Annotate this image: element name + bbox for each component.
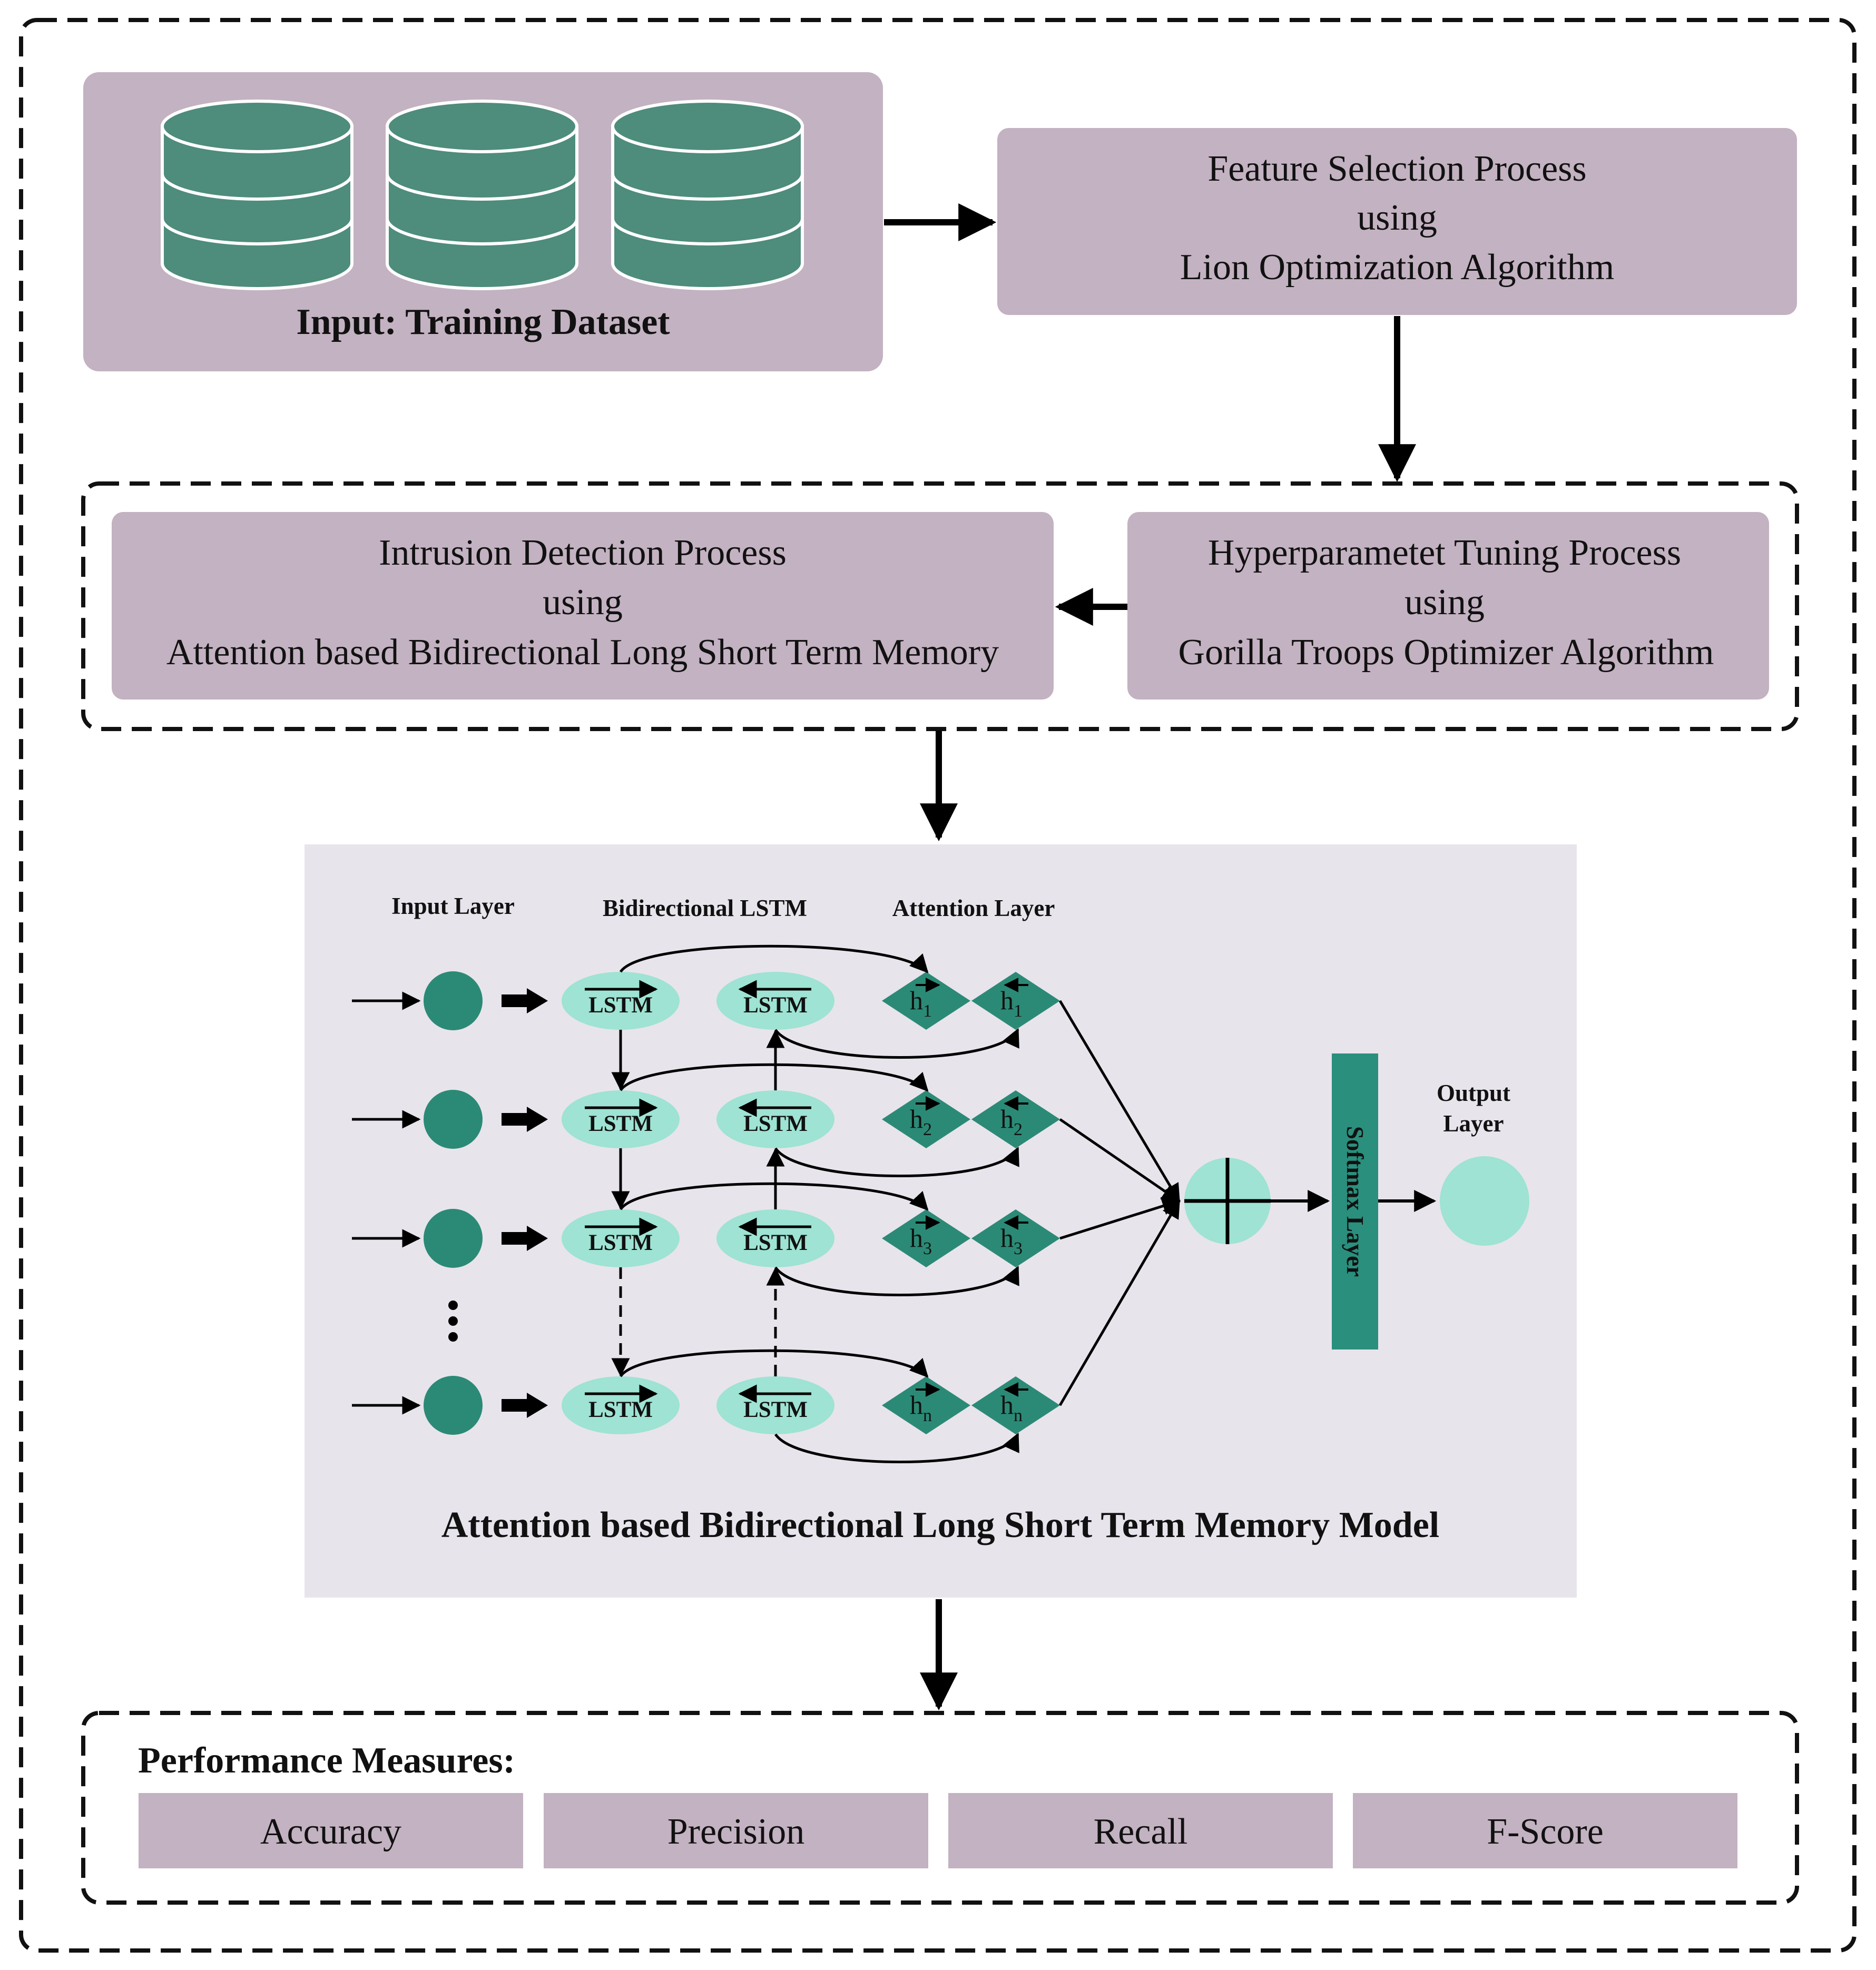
tuning-line1: Hyperparametet Tuning Process — [1208, 533, 1681, 573]
backward-connection — [774, 1432, 1019, 1463]
forward-connection — [619, 1182, 929, 1211]
backward-lstm-cell: LSTM — [716, 972, 834, 1030]
forward-hidden-state: h2 — [882, 1090, 970, 1148]
measure-fscore: F-Score — [1353, 1793, 1737, 1868]
outer-frame — [19, 18, 1857, 1953]
forward-lstm-cell: LSTM — [562, 972, 680, 1030]
sum-node — [1184, 1158, 1271, 1244]
feed-arrow — [502, 1393, 548, 1418]
feed-arrow — [502, 1226, 548, 1251]
database-icons — [161, 100, 804, 290]
intrusion-detection-box: Intrusion Detection Process using Attent… — [112, 512, 1054, 700]
backward-connection — [774, 1146, 1019, 1177]
input-node — [424, 1090, 483, 1149]
forward-lstm-cell: LSTM — [562, 1090, 680, 1148]
input-dataset-box: Input: Training Dataset — [83, 72, 883, 371]
attention-connection — [1058, 1000, 1181, 1203]
svg-text:LSTM: LSTM — [743, 1230, 808, 1255]
feed-arrow — [502, 1107, 548, 1132]
feature-selection-line1: Feature Selection Process — [1207, 149, 1586, 189]
attention-connection — [1059, 1118, 1181, 1203]
attention-connection — [1058, 1199, 1181, 1406]
performance-frame — [81, 1711, 1799, 1905]
performance-measures: Accuracy Precision Recall F-Score — [139, 1793, 1737, 1868]
hyperparameter-tuning-box: Hyperparametet Tuning Process using Gori… — [1127, 512, 1769, 700]
attention-layer-label: Attention Layer — [892, 895, 1055, 921]
input-node — [424, 1376, 483, 1435]
forward-hidden-state: hn — [882, 1376, 970, 1434]
backward-lstm-cell: LSTM — [716, 1090, 834, 1148]
detection-group-frame — [81, 481, 1799, 731]
backward-connection — [774, 1265, 1019, 1296]
forward-connection — [619, 944, 929, 973]
backward-hidden-state: h1 — [971, 972, 1060, 1030]
feature-selection-line3: Lion Optimization Algorithm — [1180, 247, 1614, 288]
forward-hidden-state: h3 — [882, 1209, 970, 1267]
forward-hidden-state: h1 — [882, 972, 970, 1030]
bilstm-label: Bidirectional LSTM — [603, 895, 807, 921]
svg-text:Accuracy: Accuracy — [260, 1811, 401, 1852]
forward-lstm-cell: LSTM — [562, 1209, 680, 1267]
intrusion-line2: using — [543, 582, 623, 623]
input-layer-label: Input Layer — [391, 893, 515, 919]
feature-selection-line2: using — [1357, 198, 1437, 238]
intrusion-line1: Intrusion Detection Process — [379, 533, 787, 573]
feature-selection-box: Feature Selection Process using Lion Opt… — [997, 128, 1797, 315]
feed-arrow — [502, 988, 548, 1013]
backward-hidden-state: h2 — [971, 1090, 1060, 1148]
ellipsis-dot — [448, 1316, 458, 1326]
svg-text:LSTM: LSTM — [743, 1397, 808, 1422]
tuning-line2: using — [1404, 582, 1485, 623]
model-title: Attention based Bidirectional Long Short… — [441, 1505, 1439, 1545]
performance-title: Performance Measures: — [138, 1740, 515, 1781]
output-node — [1440, 1156, 1529, 1246]
forward-connection — [619, 1063, 929, 1092]
input-dataset-label: Input: Training Dataset — [296, 302, 670, 342]
backward-lstm-cell: LSTM — [716, 1209, 834, 1267]
forward-connection — [619, 1349, 929, 1378]
softmax-label: Softmax Layer — [1342, 1126, 1368, 1277]
svg-text:LSTM: LSTM — [588, 1397, 653, 1422]
output-layer-label-1: Output — [1437, 1080, 1510, 1106]
backward-lstm-cell: LSTM — [716, 1376, 834, 1434]
backward-connection — [774, 1028, 1019, 1059]
svg-text:LSTM: LSTM — [743, 993, 808, 1018]
database-icon — [161, 100, 353, 290]
ellipsis-dot — [448, 1301, 458, 1310]
svg-text:Precision: Precision — [667, 1811, 805, 1852]
attention-connection — [1059, 1197, 1181, 1240]
database-icon — [386, 100, 578, 290]
backward-hidden-state: h3 — [971, 1209, 1060, 1267]
backward-hidden-state: hn — [971, 1376, 1060, 1434]
output-layer-label-2: Layer — [1443, 1110, 1504, 1137]
measure-precision: Precision — [544, 1793, 928, 1868]
svg-text:LSTM: LSTM — [588, 993, 653, 1018]
database-icon — [611, 100, 804, 290]
measure-recall: Recall — [948, 1793, 1333, 1868]
measure-accuracy: Accuracy — [139, 1793, 523, 1868]
svg-text:h3: h3 — [1000, 1223, 1023, 1258]
svg-text:LSTM: LSTM — [588, 1111, 653, 1136]
svg-text:F-Score: F-Score — [1487, 1811, 1604, 1852]
svg-text:Recall: Recall — [1094, 1811, 1188, 1852]
input-node — [424, 1209, 483, 1268]
forward-lstm-cell: LSTM — [562, 1376, 680, 1434]
softmax-layer: Softmax Layer — [1332, 1053, 1378, 1350]
tuning-line3: Gorilla Troops Optimizer Algorithm — [1178, 632, 1714, 673]
svg-text:LSTM: LSTM — [588, 1230, 653, 1255]
input-node — [424, 971, 483, 1030]
intrusion-line3: Attention based Bidirectional Long Short… — [166, 632, 999, 673]
ellipsis-dot — [448, 1332, 458, 1342]
svg-text:LSTM: LSTM — [743, 1111, 808, 1136]
